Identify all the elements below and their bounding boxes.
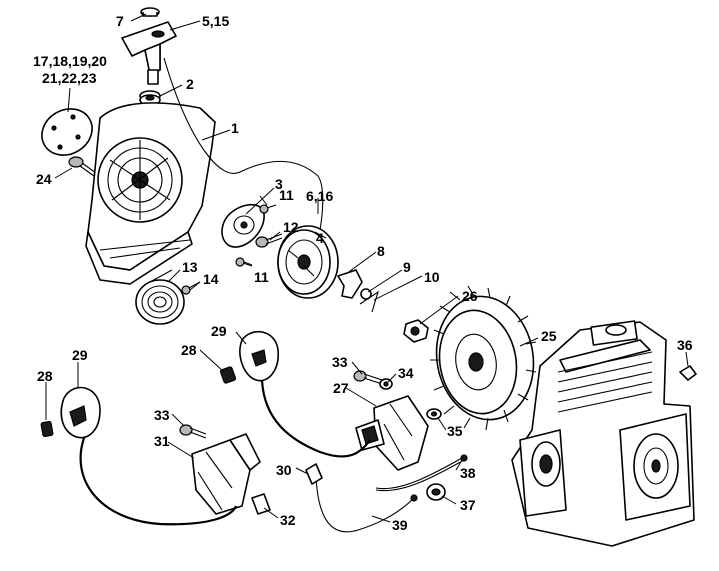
callout-7: 7 — [116, 13, 124, 29]
thrust-washer — [221, 204, 265, 248]
callout-11-upper: 11 — [279, 187, 294, 203]
callout-4: 4 — [316, 230, 324, 246]
rewind-spring — [135, 269, 185, 325]
callout-29-upper: 29 — [211, 323, 227, 339]
callout-13: 13 — [182, 259, 198, 275]
callout-28-upper: 28 — [181, 342, 197, 358]
callout-11-lower: 11 — [254, 269, 269, 285]
callout-35: 35 — [447, 423, 463, 439]
clip-36 — [679, 365, 697, 381]
callout-38: 38 — [460, 465, 476, 481]
flywheel-nut — [403, 319, 429, 343]
cover-plate — [41, 108, 93, 156]
callout-9: 9 — [403, 259, 411, 275]
callout-12: 12 — [283, 219, 299, 235]
callout-5-15: 5,15 — [202, 13, 229, 29]
callout-36: 36 — [677, 337, 693, 353]
ground-wire — [305, 463, 418, 533]
engine-block — [511, 320, 695, 547]
spark-plug-boot-lower — [60, 386, 101, 439]
callout-34: 34 — [398, 365, 414, 381]
callout-31: 31 — [154, 433, 170, 449]
starter-rope — [163, 57, 324, 231]
callout-27: 27 — [333, 380, 349, 396]
guide-32 — [251, 493, 271, 515]
starter-grip-handle — [121, 21, 177, 85]
screw-24 — [68, 156, 97, 177]
grommet-37 — [426, 483, 446, 501]
ignition-module-31 — [191, 433, 261, 515]
callout-33-upper: 33 — [332, 354, 348, 370]
callout-21-23: 21,22,23 — [42, 70, 97, 86]
callout-6-16: 6,16 — [306, 188, 333, 204]
screw-33-lower — [179, 424, 207, 439]
nipple-28-lower — [40, 420, 54, 438]
washer-35 — [426, 408, 442, 420]
spring-clip — [359, 290, 379, 313]
ignition-lead-upper — [260, 379, 371, 458]
flywheel — [430, 285, 537, 431]
fan-housing — [85, 102, 216, 285]
callout-37: 37 — [460, 497, 476, 513]
callout-32: 32 — [280, 512, 296, 528]
callout-25: 25 — [541, 328, 557, 344]
ignition-lead-lower — [79, 437, 238, 526]
callout-8: 8 — [377, 243, 385, 259]
callout-39: 39 — [392, 517, 408, 533]
short-circuit-wire — [375, 454, 468, 492]
screw-11-lower — [235, 257, 253, 267]
spark-plug-boot-upper — [239, 330, 279, 382]
callout-2: 2 — [186, 76, 194, 92]
callout-29-lower: 29 — [72, 347, 88, 363]
rope-rotor — [277, 225, 339, 299]
callout-1: 1 — [231, 120, 239, 136]
ignition-module-27 — [355, 395, 429, 471]
callout-10: 10 — [424, 269, 440, 285]
callout-17-20: 17,18,19,20 — [33, 53, 107, 69]
pawl — [337, 269, 363, 299]
screw-33-upper — [353, 370, 383, 385]
callout-3: 3 — [275, 176, 283, 192]
screw-12 — [255, 233, 283, 248]
callout-28-lower: 28 — [37, 368, 53, 384]
callout-labels: 7 5,15 17,18,19,20 21,22,23 2 1 24 3 11 … — [33, 13, 693, 533]
callout-33-lower: 33 — [154, 407, 170, 423]
callout-24: 24 — [36, 171, 52, 187]
callout-30: 30 — [276, 462, 292, 478]
leader-lines — [45, 13, 689, 523]
callout-14: 14 — [203, 271, 219, 287]
nipple-28-upper — [219, 366, 237, 384]
callout-26: 26 — [462, 288, 478, 304]
screw-11-upper — [259, 204, 277, 214]
